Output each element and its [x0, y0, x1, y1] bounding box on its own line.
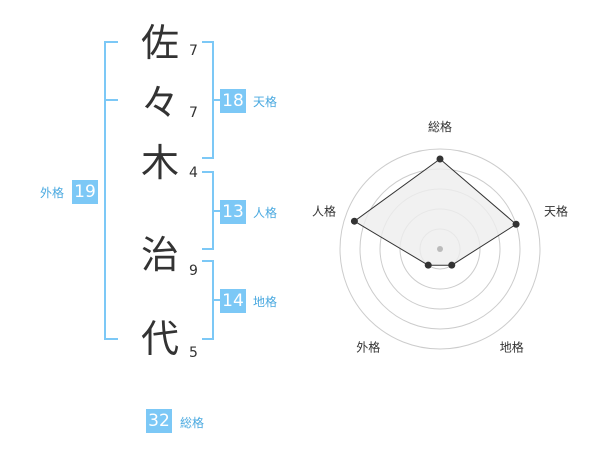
gaikaku-bracket	[104, 41, 118, 340]
radar-point-2	[512, 220, 520, 228]
chikaku-value: 14	[220, 289, 246, 313]
radar-grid	[339, 148, 541, 350]
name-char-3: 木	[140, 141, 179, 185]
chikaku-bracket-tick	[212, 299, 220, 301]
name-char-1: 佐	[140, 21, 179, 65]
stroke-count-5: 5	[189, 345, 198, 361]
stroke-count-1: 7	[189, 43, 198, 59]
name-char-2: 々	[140, 81, 179, 125]
stroke-count-3: 4	[189, 165, 198, 181]
radar-axis-label-4: 外格	[356, 340, 380, 355]
radar-ring-5	[339, 148, 541, 350]
radar-point-3	[448, 261, 456, 269]
radar-center-dot	[437, 246, 443, 252]
tenkaku-label: 天格	[253, 95, 278, 109]
chikaku-label: 地格	[253, 295, 278, 309]
radar-point-5	[350, 217, 358, 225]
radar-axis-label-1: 総格	[428, 119, 452, 134]
gaikaku-value: 19	[72, 180, 98, 204]
jinkaku-label: 人格	[253, 206, 278, 220]
stroke-count-4: 9	[189, 263, 198, 279]
radar-polygon	[353, 158, 517, 266]
radar-series	[350, 155, 520, 269]
stroke-count-2: 7	[189, 105, 198, 121]
soukaku-label: 総格	[180, 416, 205, 430]
name-char-5: 代	[140, 317, 179, 361]
tenkaku-value: 18	[220, 89, 246, 113]
jinkaku-bracket-tick	[212, 210, 220, 212]
tenkaku-bracket-tick	[212, 99, 220, 101]
radar-point-1	[436, 155, 444, 163]
gaikaku-label: 外格	[40, 186, 65, 200]
soukaku-value: 32	[146, 409, 172, 433]
radar-axis-label-5: 人格	[312, 203, 336, 218]
jinkaku-value: 13	[220, 200, 246, 224]
name-char-4: 治	[140, 233, 179, 277]
radar-point-4	[424, 261, 432, 269]
radar-axis-label-2: 天格	[544, 203, 568, 218]
gaikaku-bracket-tick	[104, 99, 118, 101]
radar-axis-label-3: 地格	[500, 340, 524, 355]
